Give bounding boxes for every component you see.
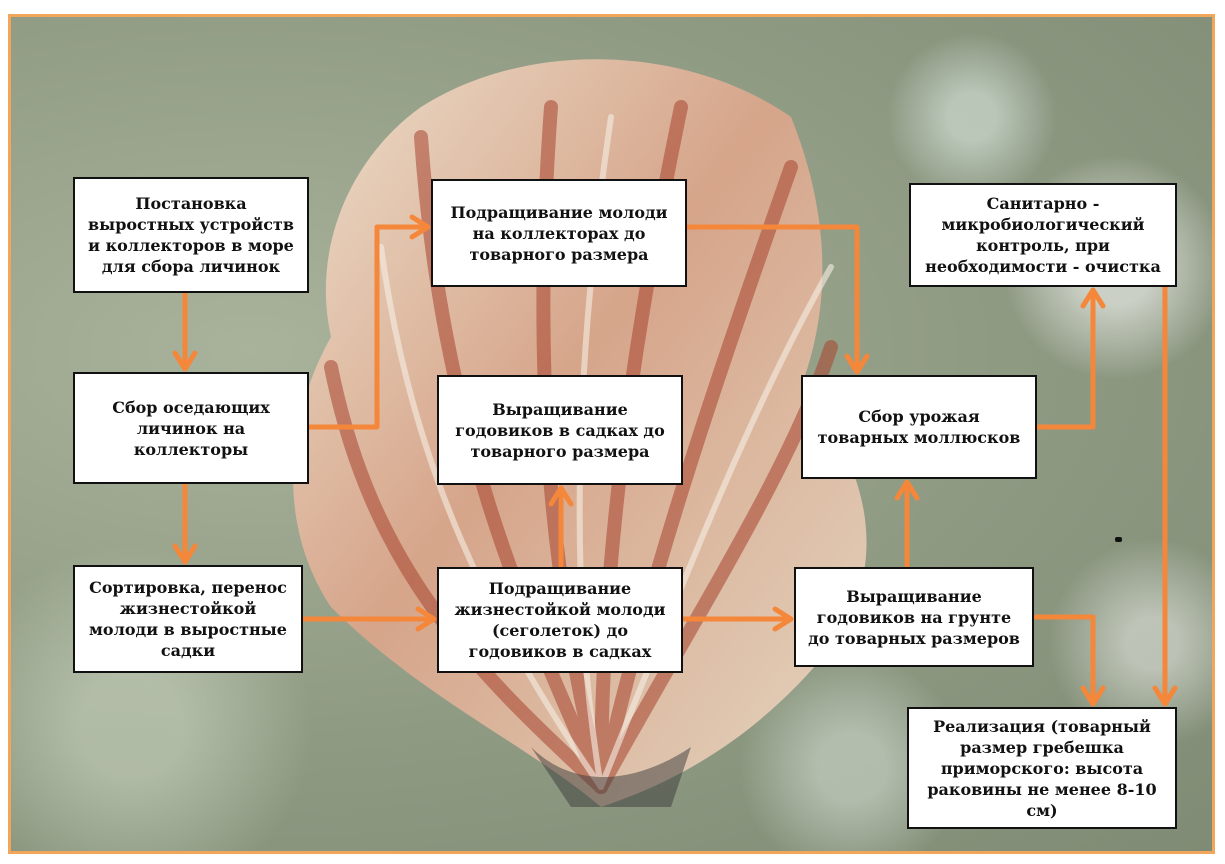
node-grow-bottom: Выращивание годовиков на грунте до товар…: [794, 567, 1034, 667]
arrow-grow-collectors-to-harvest: [687, 227, 867, 372]
diagram-frame: Постановка выростных устройств и коллект…: [8, 14, 1215, 854]
arrow-collect-to-sorting: [175, 484, 195, 562]
arrow-juvenile-to-grow-bottom: [683, 609, 791, 629]
arrow-grow-bottom-to-sale: [1034, 617, 1103, 704]
node-sorting: Сортировка, перенос жизнестойкой молоди …: [73, 565, 303, 673]
arrow-sorting-to-juvenile: [303, 609, 434, 629]
arrow-juvenile-to-grow-cages: [551, 488, 571, 567]
node-grow-cages: Выращивание годовиков в садках до товарн…: [437, 375, 683, 485]
node-collect-larvae: Сбор оседающих личинок на коллекторы: [73, 372, 309, 484]
node-grow-collectors: Подращивание молоди на коллекторах до то…: [431, 179, 687, 287]
node-sanitary: Санитарно - микробиологический контроль,…: [909, 183, 1177, 287]
arrow-collect-to-grow-collectors: [309, 217, 428, 427]
node-juvenile-cages: Подращивание жизнестойкой молоди (сеголе…: [437, 567, 683, 673]
node-setup: Постановка выростных устройств и коллект…: [73, 177, 309, 293]
small-black-mark: [1115, 537, 1122, 542]
arrow-harvest-to-sanitary: [1037, 290, 1103, 427]
arrow-sanitary-to-sale: [1155, 287, 1175, 704]
arrow-grow-bottom-to-harvest: [897, 482, 917, 567]
node-harvest: Сбор урожая товарных моллюсков: [801, 375, 1037, 479]
arrow-setup-to-collect: [175, 293, 195, 369]
node-sale: Реализация (товарный размер гребешка при…: [907, 707, 1177, 829]
